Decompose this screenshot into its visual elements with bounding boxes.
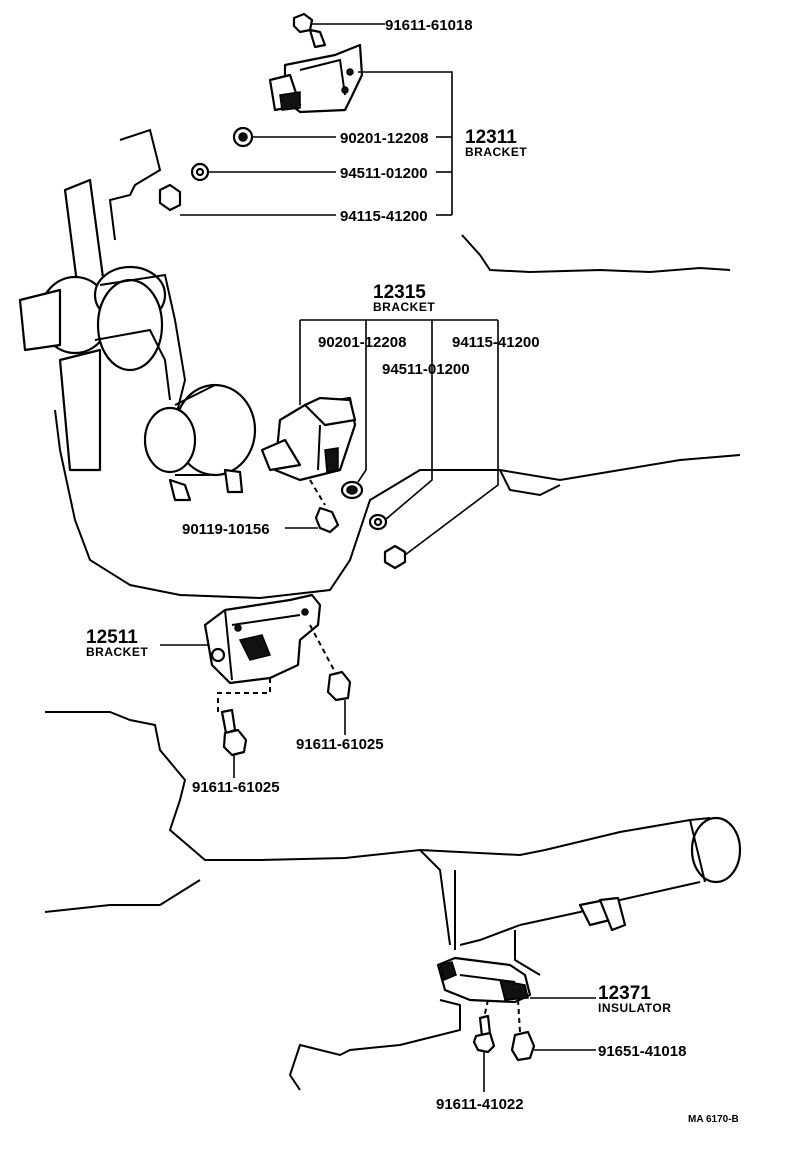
group-name-12371: INSULATOR: [598, 1001, 671, 1015]
washer-top-drawing: [232, 126, 254, 148]
leaders-12371: [483, 997, 596, 1092]
part-number-91611-61018: 91611-61018: [385, 17, 473, 34]
bolt-top-drawing: [292, 12, 385, 34]
part-number-91611-61025-right: 91611-61025: [296, 736, 384, 753]
group-name-12511: BRACKET: [86, 645, 148, 659]
part-number-91651-41018: 91651-41018: [598, 1043, 686, 1060]
bracket-12315-drawing: [260, 396, 357, 482]
group-name-12311: BRACKET: [465, 145, 527, 159]
leaders-12511: [160, 644, 346, 778]
leaders-12315: [285, 319, 499, 556]
part-number-94115-41200-mid: 94115-41200: [452, 334, 540, 351]
part-number-94511-01200-mid: 94511-01200: [382, 361, 470, 378]
engine-block-outline: [59, 128, 741, 600]
transmission-outline: [44, 711, 742, 1091]
fan-assembly-drawing: [18, 178, 257, 502]
bolt-91651-41018-drawing: [510, 1030, 536, 1062]
bolt-91611-41022-drawing: [472, 1014, 496, 1054]
group-number-12371: 12371: [598, 983, 651, 1004]
bracket-12511-drawing: [203, 593, 336, 712]
part-number-90119-10156: 90119-10156: [182, 521, 270, 538]
nut-mid-drawing: [383, 544, 407, 570]
washer-mid-drawing: [340, 480, 364, 500]
part-number-91611-61025-left: 91611-61025: [192, 779, 280, 796]
part-number-91611-41022: 91611-41022: [436, 1096, 524, 1113]
insulator-12371-drawing: [436, 956, 532, 1033]
part-number-90201-12208-mid: 90201-12208: [318, 334, 406, 351]
group-number-12311: 12311: [465, 127, 517, 148]
lock-washer-mid-drawing: [368, 513, 388, 531]
group-name-12315: BRACKET: [373, 300, 435, 314]
bracket-12311-drawing: [268, 28, 364, 114]
part-number-90201-12208-top: 90201-12208: [340, 130, 428, 147]
leaders-12311: [180, 71, 453, 216]
group-number-12315: 12315: [373, 282, 426, 303]
bolt-90119-drawing: [309, 479, 340, 534]
bolt-12511-left-drawing: [220, 708, 248, 757]
bolt-12511-right-drawing: [326, 670, 352, 702]
group-number-12511: 12511: [86, 627, 138, 648]
part-number-94511-01200-top: 94511-01200: [340, 165, 428, 182]
figure-code: MA 6170-B: [688, 1114, 739, 1125]
lock-washer-top-drawing: [190, 162, 210, 182]
nut-top-drawing: [158, 183, 182, 212]
part-number-94115-41200-top: 94115-41200: [340, 208, 428, 225]
